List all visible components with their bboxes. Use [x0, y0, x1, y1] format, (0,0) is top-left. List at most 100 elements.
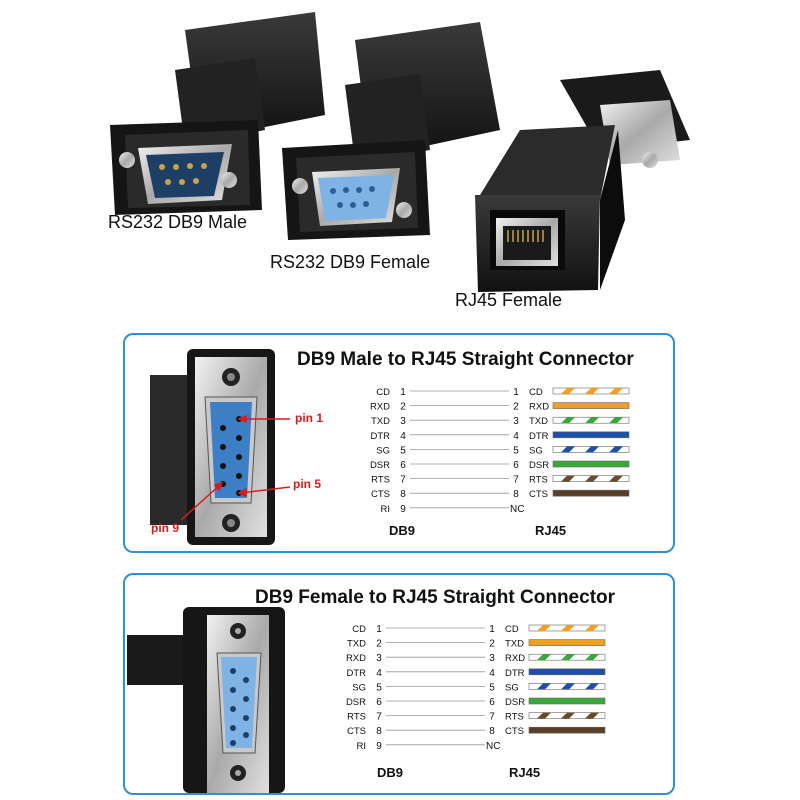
- db9-female-connector-image: [127, 607, 285, 793]
- wire-stripe: [585, 625, 599, 631]
- rj45-signal-label: CD: [505, 624, 519, 635]
- pinout-row: SG 5 5 SG: [376, 445, 630, 456]
- db9-signal-label: RI: [381, 504, 391, 515]
- db9-column-label: DB9: [389, 523, 416, 538]
- rj45-wire-color: [552, 402, 630, 409]
- pin-9-callout: pin 9: [151, 521, 180, 535]
- db9-signal-label: TXD: [347, 639, 366, 650]
- db9-pin-number: 9: [400, 504, 406, 515]
- rj45-signal-label: CTS: [529, 489, 548, 500]
- db9-signal-label: RXD: [346, 653, 366, 664]
- db9-female-pinout-panel: DB9 Female to RJ45 Straight Connector DB…: [123, 573, 675, 795]
- db9-signal-label: RI: [357, 741, 367, 752]
- rj45-signal-label: RTS: [505, 712, 524, 723]
- db9-pin-number: 4: [400, 431, 406, 442]
- db9-pin-number: 5: [400, 445, 406, 456]
- wire-stripe: [537, 625, 551, 631]
- product-label-db9-female: RS232 DB9 Female: [270, 252, 431, 272]
- pinout-row: RI 9 NC: [381, 504, 525, 515]
- wire-stripe: [561, 475, 575, 482]
- wire-stripe: [561, 654, 575, 661]
- rj45-signal-label: DSR: [505, 697, 525, 708]
- rj45-signal-label: CD: [529, 387, 543, 398]
- wire-stripe: [585, 446, 599, 453]
- rj45-column-label: RJ45: [509, 765, 541, 780]
- rj45-pin-number: 4: [513, 431, 519, 442]
- db9-column-label: DB9: [377, 765, 404, 780]
- rj45-pin-number: 7: [513, 475, 519, 486]
- rj45-signal-label: DTR: [505, 668, 525, 679]
- db9-pin-number: 4: [376, 668, 382, 679]
- rj45-signal-label: TXD: [505, 639, 524, 650]
- rj45-pin-number: 5: [513, 445, 519, 456]
- rj45-pin-number: 2: [513, 402, 519, 413]
- panel-title: DB9 Female to RJ45 Straight Connector: [255, 587, 616, 608]
- rj45-pin-number: 8: [489, 726, 495, 737]
- product-photos: [110, 12, 690, 292]
- wire-stripe: [585, 654, 599, 661]
- pin-5-callout: pin 5: [293, 477, 322, 491]
- wire-stripe: [561, 388, 575, 394]
- wire-stripe: [585, 475, 599, 482]
- wire-stripe: [585, 683, 599, 690]
- db9-signal-label: DSR: [370, 460, 390, 471]
- rj45-pin-number: 3: [513, 416, 519, 427]
- rj45-signal-label: SG: [529, 445, 543, 456]
- rj45-wire-color: [528, 668, 606, 676]
- rj45-pin-number: NC: [486, 741, 500, 752]
- db9-signal-label: DSR: [346, 697, 366, 708]
- rj45-pin-number: 1: [489, 624, 495, 635]
- rj45-pin-number: 1: [513, 387, 519, 398]
- wire-stripe: [537, 683, 551, 690]
- db9-pin-number: 8: [376, 726, 382, 737]
- pinout-row: DTR 4 4 DTR: [346, 668, 606, 679]
- wire-stripe: [585, 388, 599, 394]
- db9-signal-label: DTR: [346, 668, 366, 679]
- rj45-signal-label: TXD: [529, 416, 548, 427]
- rj45-pin-number: 7: [489, 712, 495, 723]
- db9-signal-label: CD: [376, 387, 390, 398]
- rj45-wire-color: [552, 431, 630, 439]
- wire-stripe: [609, 388, 623, 394]
- rj45-pin-number: 2: [489, 639, 495, 650]
- db9-female-adapter-image: [282, 22, 500, 240]
- pin-1-callout: pin 1: [295, 411, 324, 425]
- db9-pin-number: 2: [376, 639, 382, 650]
- rj45-pin-number: NC: [510, 504, 524, 515]
- db9-pin-number: 7: [400, 475, 406, 486]
- db9-signal-label: DTR: [370, 431, 390, 442]
- wire-stripe: [561, 446, 575, 453]
- db9-pin-number: 5: [376, 682, 382, 693]
- db9-pin-number: 9: [376, 741, 382, 752]
- db9-male-connector-image: [150, 349, 291, 545]
- rj45-wire-color: [528, 697, 606, 705]
- rj45-wire-color: [552, 489, 630, 497]
- wire-stripe: [585, 417, 599, 424]
- pinout-row: DTR 4 4 DTR: [370, 431, 630, 442]
- db9-signal-label: SG: [376, 445, 390, 456]
- db9-signal-label: RXD: [370, 402, 390, 413]
- db9-pin-number: 2: [400, 402, 406, 413]
- wire-stripe: [609, 446, 623, 453]
- db9-pin-number: 7: [376, 712, 382, 723]
- wire-stripe: [561, 417, 575, 424]
- wire-stripe: [609, 475, 623, 482]
- wire-stripe: [561, 683, 575, 690]
- rj45-signal-label: SG: [505, 682, 519, 693]
- rj45-wire-color: [552, 460, 630, 468]
- rj45-signal-label: DTR: [529, 431, 549, 442]
- rj45-pin-number: 4: [489, 668, 495, 679]
